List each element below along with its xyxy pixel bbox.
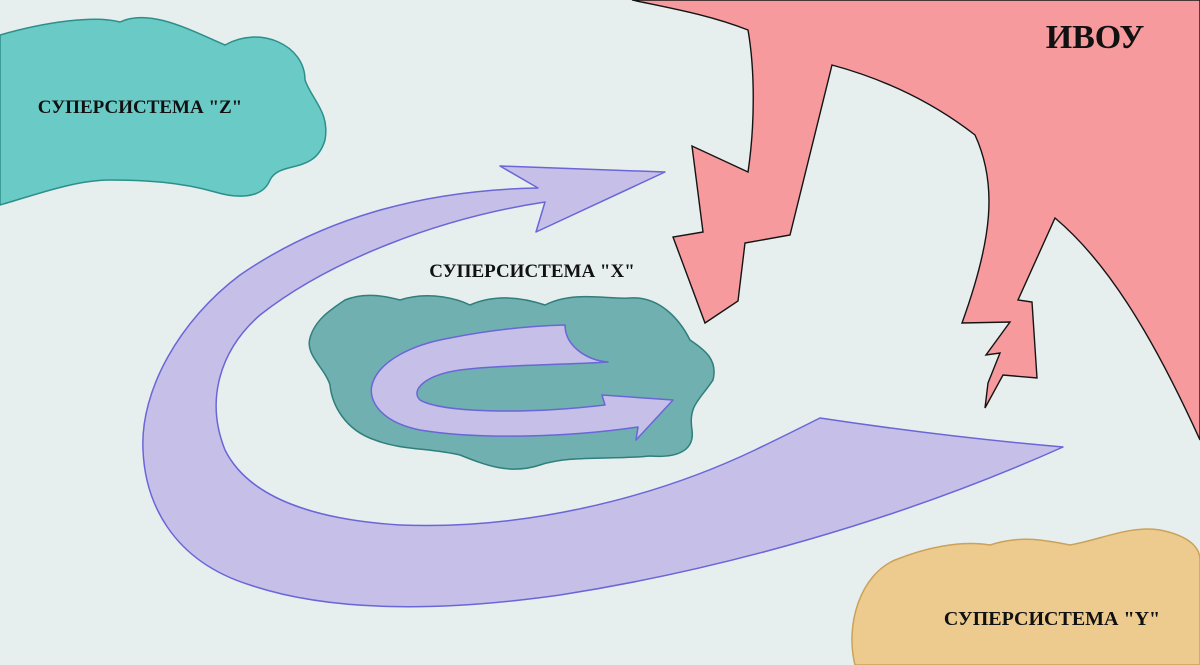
- label-supersystem-z: СУПЕРСИСТЕМА "Z": [38, 97, 242, 118]
- supersystem-y-blob: [851, 528, 1200, 665]
- inner-cycle-arrow: [370, 324, 674, 441]
- big-cycle-arrow: [142, 165, 1064, 608]
- label-ivou: ИВОУ: [1046, 19, 1145, 56]
- label-supersystem-y: СУПЕРСИСТЕМА "Y": [944, 608, 1160, 630]
- ivou-impact-shape: [631, 0, 1200, 441]
- label-supersystem-x: СУПЕРСИСТЕМА "X": [429, 261, 635, 282]
- supersystem-z-blob: [0, 16, 327, 206]
